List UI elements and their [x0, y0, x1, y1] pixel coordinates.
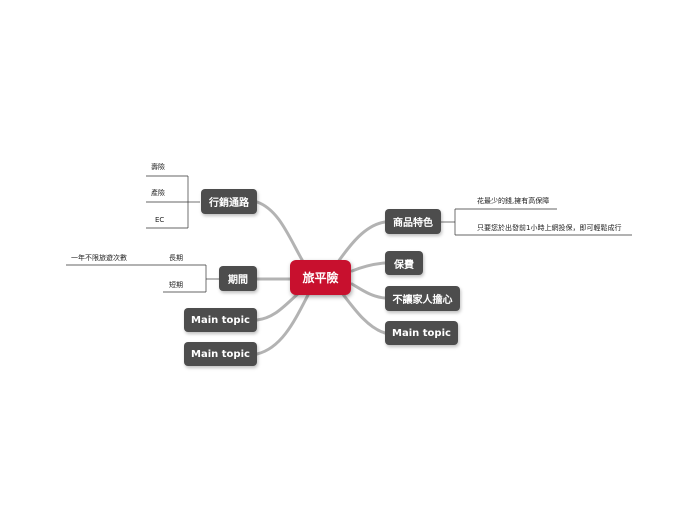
topic-main-left-1[interactable]: Main topic — [184, 308, 257, 332]
connector-main-right — [340, 291, 387, 335]
connector-premium — [350, 261, 387, 273]
connector-marketing — [255, 200, 307, 267]
leaf-long-term[interactable]: 長期 — [169, 254, 183, 262]
leaf-life-insurance[interactable]: 壽險 — [151, 163, 165, 171]
topic-premium[interactable]: 保費 — [385, 251, 423, 275]
connector-features — [336, 220, 387, 264]
leaf-unlimited-trips[interactable]: 一年不限旅遊次數 — [71, 254, 127, 262]
connector-main-left-1 — [255, 290, 302, 322]
topic-no-worry[interactable]: 不讓家人擔心 — [385, 286, 460, 311]
connector-main-left-2 — [255, 293, 310, 356]
topic-marketing-channel[interactable]: 行銷通路 — [201, 189, 257, 214]
topic-main-left-2[interactable]: Main topic — [184, 342, 257, 366]
topic-main-right[interactable]: Main topic — [385, 321, 458, 345]
leaf-ec[interactable]: EC — [155, 216, 165, 224]
topic-period[interactable]: 期間 — [219, 266, 257, 291]
leaf-low-cost-high-protection[interactable]: 花最少的錢,擁有高保障 — [477, 197, 550, 205]
leaf-online-insure-before-departure[interactable]: 只要您於出發前1小時上網投保，即可輕鬆成行 — [477, 224, 622, 232]
central-topic[interactable]: 旅平險 — [290, 260, 351, 295]
connector-no-worry — [350, 282, 387, 300]
topic-product-features[interactable]: 商品特色 — [385, 209, 441, 234]
leaf-short-term[interactable]: 短期 — [169, 281, 183, 289]
leaf-property-insurance[interactable]: 產險 — [151, 189, 165, 197]
